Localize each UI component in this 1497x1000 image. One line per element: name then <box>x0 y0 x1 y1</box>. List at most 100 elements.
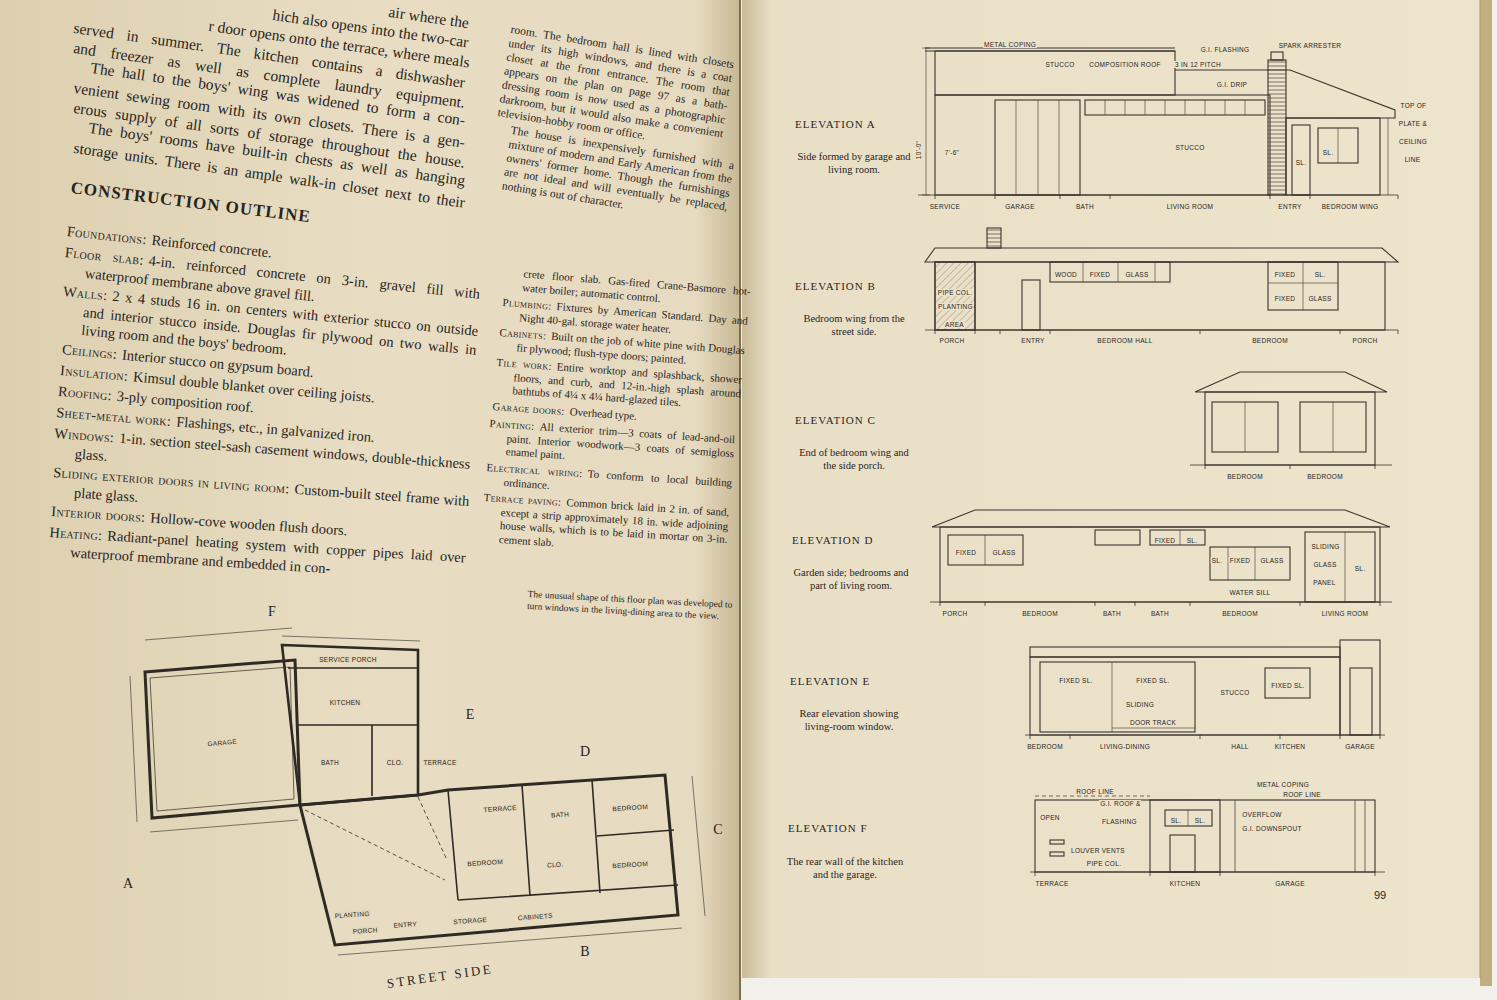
text-label: STUCCO <box>1044 61 1075 68</box>
tn-label: FIXED <box>1274 263 1297 281</box>
tn-label: BATH <box>1075 195 1095 213</box>
tn-label: SL. <box>1295 151 1308 169</box>
spec-text: All exterior trim—3 coats of lead-and-oi… <box>506 420 736 461</box>
pl-label: SERVICE PORCH <box>318 648 378 666</box>
big-label: C <box>713 822 722 838</box>
text-label: C <box>713 822 722 837</box>
drawing-path <box>925 330 1398 334</box>
text-label: 7'-6" <box>944 149 960 156</box>
drawing-rect <box>1318 128 1358 163</box>
text-label: End of bedroom wing and the side porch. <box>799 447 909 471</box>
text-label: SLIDING GLASS PANEL <box>1310 543 1339 586</box>
drawing-path <box>918 195 1398 199</box>
spec-heading: Painting: <box>489 417 535 432</box>
drawing-path <box>930 602 1392 606</box>
drawing-rect <box>935 51 1175 95</box>
text-label: STUCCO <box>1219 689 1250 696</box>
spec-heading: Electrical wiring: <box>486 461 583 479</box>
big-label: B <box>580 944 589 960</box>
tn-label: WATER SILL <box>1229 581 1272 599</box>
pl-label: TERRACE <box>482 796 518 816</box>
text-label: PIPE COL. <box>937 289 974 296</box>
drawing-path <box>1025 735 1385 739</box>
text-label: The house is inexpensively furnished wit… <box>501 124 735 213</box>
tn-label: FIXED SL. <box>1135 669 1170 687</box>
text-label: KITCHEN <box>329 699 362 706</box>
text-label: CLO. <box>546 860 565 868</box>
text-label: METAL COPING <box>1256 781 1310 788</box>
tn-label: SL. <box>1354 557 1367 575</box>
text-label: GARAGE <box>1344 743 1376 750</box>
text-label: ENTRY <box>1020 337 1045 344</box>
text-label: HALL <box>1230 743 1249 750</box>
text-label: TERRACE <box>422 759 457 766</box>
drawing-rect <box>1030 647 1340 657</box>
text-label: FIXED <box>1274 271 1297 278</box>
tn-label: FIXED <box>1089 263 1112 281</box>
text-label: SL. <box>1295 159 1308 166</box>
tn-label: STUCCO <box>1044 53 1075 71</box>
tn-label: BEDROOM <box>1226 465 1264 483</box>
tn-label: METAL COPING <box>1256 773 1310 791</box>
text-label: BEDROOM <box>611 803 649 813</box>
text-label: BEDROOM <box>466 858 504 868</box>
text-label: The rear wall of the kitchen and the gar… <box>787 856 903 880</box>
spec-heading: Interior doors: <box>51 503 146 525</box>
text-label: FIXED <box>1229 557 1252 564</box>
text-label: PLANTING <box>334 910 371 920</box>
spec-item: Terrace paving:Common brick laid in 2 in… <box>481 491 730 560</box>
drawing-rect <box>1050 852 1064 856</box>
tn-label: G.I. DRIP <box>1216 73 1249 91</box>
tn-label: BEDROOM <box>1221 602 1259 620</box>
drawing-polygon <box>300 775 678 945</box>
drawing-rect <box>1035 800 1375 872</box>
drawing-rect <box>0 0 740 1000</box>
tn-label: PIPE COL. <box>1086 852 1123 870</box>
tn-label: SLIDING GLASS PANEL <box>1308 535 1342 589</box>
text-label: BEDROOM <box>1226 473 1264 480</box>
text-label: PORCH <box>942 610 969 617</box>
text-label: ELEVATION E <box>790 675 870 687</box>
text-label: SL. <box>1194 817 1207 824</box>
spec-heading: Tile work: <box>496 356 552 372</box>
pl-label: BATH <box>549 802 570 821</box>
pl-label: BATH <box>320 751 340 769</box>
drawing-rect <box>1286 118 1380 195</box>
elevation-drawings <box>918 48 1398 876</box>
text-label: ELEVATION B <box>795 280 876 292</box>
tn-label: PORCH <box>942 602 969 620</box>
tn-label: BEDROOM <box>1306 465 1344 483</box>
tn-label: SLIDING <box>1125 693 1155 711</box>
ch-label: CONSTRUCTION OUTLINE <box>70 178 312 227</box>
text-label: FIXED SL. <box>1135 677 1170 684</box>
text-label: GARAGE <box>1274 880 1306 887</box>
pl-label: CLO. <box>545 852 565 871</box>
drawing-path <box>1180 530 1181 545</box>
drawing-rect <box>1030 657 1340 735</box>
text-label: BATH <box>320 759 340 766</box>
drawing-rect <box>1210 547 1290 580</box>
spec-text: Overhead type. <box>570 405 638 422</box>
text-label: SL. <box>1170 817 1183 824</box>
drawing-rect <box>935 262 1385 330</box>
text-label: FIXED <box>955 549 978 556</box>
text-label: ELEVATION C <box>795 414 876 426</box>
drawing-path <box>1105 100 1245 115</box>
tn-label: PORCH <box>939 329 966 347</box>
text-label: F <box>268 604 276 619</box>
drawing-rect <box>1480 0 1492 986</box>
drawing-polygon <box>925 248 1398 262</box>
tn-label: OVERFLOW <box>1241 803 1283 821</box>
drawing-rect <box>742 0 1480 978</box>
text-label: GARAGE <box>206 738 238 748</box>
tn-label: SL. <box>1170 809 1183 827</box>
text-label: ELEVATION F <box>788 822 868 834</box>
drawing-polygon <box>145 660 300 818</box>
drawing-rect <box>1268 262 1338 310</box>
text-label: BEDROOM HALL <box>1096 337 1153 344</box>
tn-label: KITCHEN <box>1169 872 1202 890</box>
tn-label: OPEN <box>1039 806 1061 824</box>
text-label: G.I. FLASHING <box>1200 46 1251 53</box>
drawing-path <box>288 668 678 900</box>
